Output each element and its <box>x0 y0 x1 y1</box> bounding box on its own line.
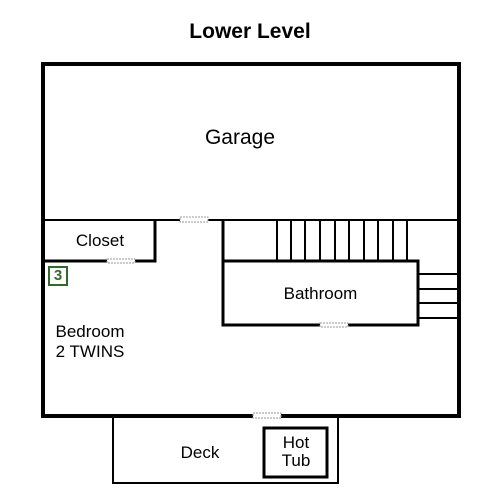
deck-outline <box>112 416 339 484</box>
floor-title: Lower Level <box>189 20 311 43</box>
hot-tub-label-line1: Hot <box>282 433 310 452</box>
outer-wall <box>41 62 461 418</box>
room-label-bedroom: Bedroom 2 TWINS <box>40 322 140 362</box>
bedroom-label-line2: 2 TWINS <box>55 342 125 361</box>
hot-tub-outline <box>262 426 329 479</box>
room-label-bathroom: Bathroom <box>283 284 358 303</box>
room-label-closet: Closet <box>75 231 125 250</box>
closet-wall <box>43 220 157 263</box>
side-steps <box>418 273 459 319</box>
room-label-deck: Deck <box>180 443 220 462</box>
bedroom-label-line1: Bedroom <box>55 322 125 341</box>
doors <box>106 216 349 419</box>
stairs <box>276 220 408 261</box>
room-number-badge: 3 <box>48 266 68 286</box>
hot-tub-label-line2: Tub <box>281 451 311 470</box>
room-label-garage: Garage <box>204 126 276 149</box>
room-label-hot-tub: Hot Tub <box>265 434 327 470</box>
